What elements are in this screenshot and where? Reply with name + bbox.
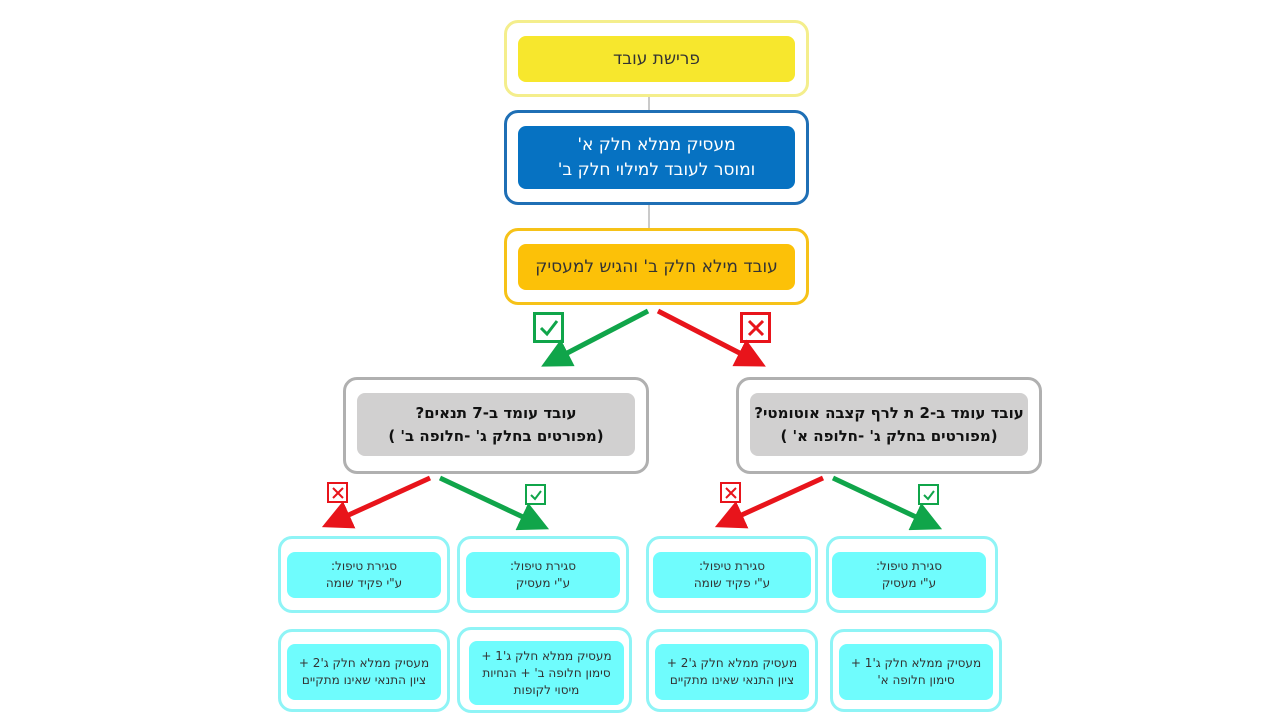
no-arrow xyxy=(656,308,766,367)
closure-label: סגירת טיפול: ע"י פקיד שומה xyxy=(653,552,811,598)
check-box-icon xyxy=(918,484,939,505)
x-box-icon xyxy=(720,482,741,503)
closure-label: סגירת טיפול: ע"י פקיד שומה xyxy=(287,552,441,598)
yes-arrow xyxy=(541,308,650,367)
no-arrow xyxy=(321,475,432,529)
action-node: מעסיק ממלא חלק ג'1 + סימון חלופה א' xyxy=(830,629,1002,712)
employee-step-label: עובד מילא חלק ב' והגיש למעסיק xyxy=(518,244,795,290)
employer-step-label: מעסיק ממלא חלק א' ומוסר לעובד למילוי חלק… xyxy=(518,126,795,189)
action-label: מעסיק ממלא חלק ג'1 + סימון חלופה ב' + הנ… xyxy=(469,641,624,705)
check-box-icon xyxy=(525,484,546,505)
decision-b-label: עובד עומד ב-7 תנאים? (מפורטים בחלק ג' -ח… xyxy=(357,393,635,456)
action-label: מעסיק ממלא חלק ג'2 + ציון התנאי שאינו מת… xyxy=(287,644,441,700)
closure-label: סגירת טיפול: ע"י מעסיק xyxy=(832,552,986,598)
closure-node: סגירת טיפול: ע"י מעסיק xyxy=(826,536,998,613)
no-arrow xyxy=(714,475,825,529)
action-node: מעסיק ממלא חלק ג'2 + ציון התנאי שאינו מת… xyxy=(278,629,450,712)
decision-a-node: עובד עומד ב-2 ת לרף קצבה אוטומטי? (מפורט… xyxy=(736,377,1042,474)
start-node: פרישת עובד xyxy=(504,20,809,97)
x-box-icon xyxy=(740,312,771,343)
closure-label: סגירת טיפול: ע"י מעסיק xyxy=(466,552,620,598)
action-node: מעסיק ממלא חלק ג'2 + ציון התנאי שאינו מת… xyxy=(646,629,818,712)
closure-node: סגירת טיפול: ע"י מעסיק xyxy=(457,536,629,613)
closure-node: סגירת טיפול: ע"י פקיד שומה xyxy=(646,536,818,613)
action-label: מעסיק ממלא חלק ג'2 + ציון התנאי שאינו מת… xyxy=(655,644,809,700)
start-label: פרישת עובד xyxy=(518,36,795,82)
action-node: מעסיק ממלא חלק ג'1 + סימון חלופה ב' + הנ… xyxy=(457,627,632,713)
employer-step-node: מעסיק ממלא חלק א' ומוסר לעובד למילוי חלק… xyxy=(504,110,809,205)
x-box-icon xyxy=(327,482,348,503)
decision-a-label: עובד עומד ב-2 ת לרף קצבה אוטומטי? (מפורט… xyxy=(750,393,1028,456)
yes-arrow xyxy=(831,475,943,531)
decision-b-node: עובד עומד ב-7 תנאים? (מפורטים בחלק ג' -ח… xyxy=(343,377,649,474)
yes-arrow xyxy=(438,475,550,531)
closure-node: סגירת טיפול: ע"י פקיד שומה xyxy=(278,536,450,613)
action-label: מעסיק ממלא חלק ג'1 + סימון חלופה א' xyxy=(839,644,993,700)
check-box-icon xyxy=(533,312,564,343)
employee-step-node: עובד מילא חלק ב' והגיש למעסיק xyxy=(504,228,809,305)
